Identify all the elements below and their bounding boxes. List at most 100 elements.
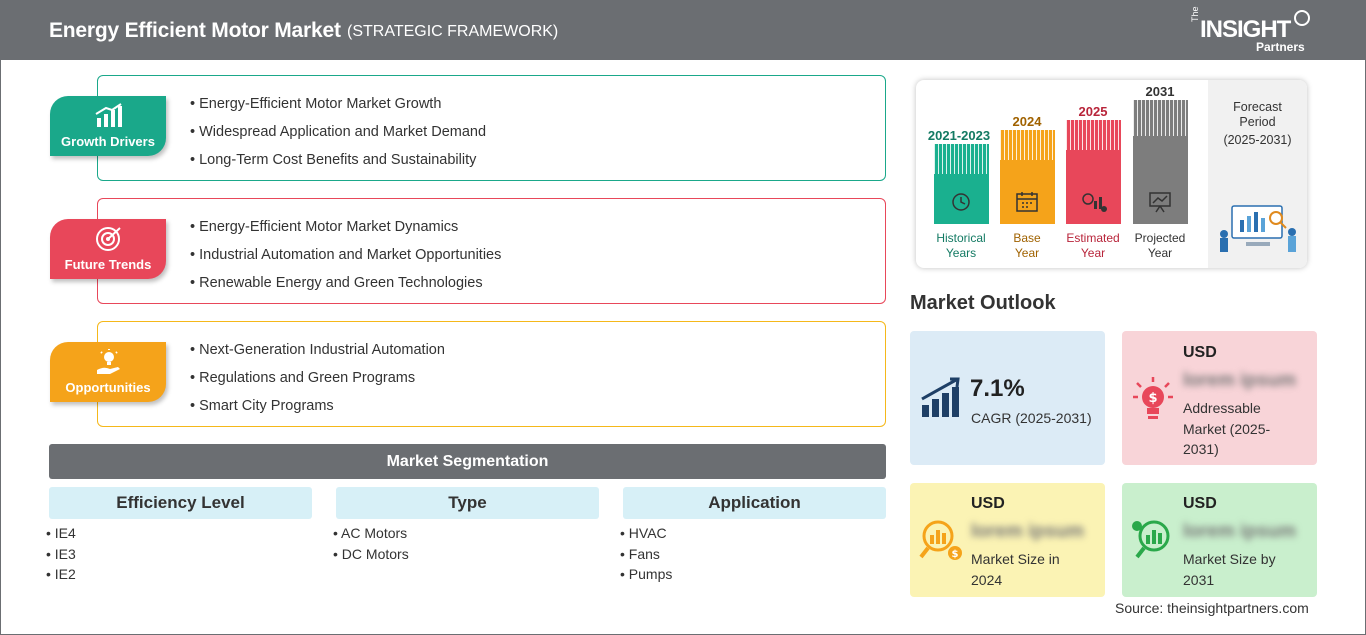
historical-label: Historical Years xyxy=(921,231,1001,261)
cagr-box: 7.1% CAGR (2025-2031) xyxy=(910,331,1105,465)
type-header: Type xyxy=(336,487,599,519)
projected-year: 2031 xyxy=(1145,84,1175,99)
projected-bar xyxy=(1133,100,1188,224)
growth-drivers-list: Energy-Efficient Motor Market Growth Wid… xyxy=(190,94,486,178)
estimated-bar xyxy=(1066,120,1121,224)
forecast-period-area: Forecast Period (2025-2031) xyxy=(1208,80,1307,268)
segmentation-title: Market Segmentation xyxy=(49,444,886,479)
analytics-people-icon xyxy=(1220,205,1296,252)
idea-hand-icon xyxy=(97,349,120,374)
future-trends-pill: Future Trends xyxy=(50,219,166,279)
size-2031-label: Market Size by 2031 xyxy=(1183,549,1276,590)
list-item: HVAC xyxy=(620,525,672,546)
size-2024-label-line2: 2024 xyxy=(971,571,1003,588)
addressable-label-line2: Market (2025- xyxy=(1183,420,1271,437)
estimated-label-line1: Estimated xyxy=(1066,231,1120,245)
presentation-icon xyxy=(1149,192,1171,213)
opportunities-label: Opportunities xyxy=(65,380,151,395)
money-bulb-icon: $ xyxy=(1133,377,1173,419)
application-header: Application xyxy=(623,487,886,519)
logo-the: The xyxy=(1190,6,1200,22)
list-item: Energy-Efficient Motor Market Dynamics xyxy=(190,217,501,245)
addressable-currency: USD xyxy=(1183,344,1217,361)
opportunities-list: Next-Generation Industrial Automation Re… xyxy=(190,340,445,424)
list-item: IE4 xyxy=(46,525,76,546)
list-item: Widespread Application and Market Demand xyxy=(190,122,486,150)
list-item: IE3 xyxy=(46,546,76,567)
insight-partners-logo[interactable]: The INSIGHT Partners xyxy=(1190,6,1320,54)
addressable-label-line1: Addressable xyxy=(1183,400,1261,416)
future-trends-label: Future Trends xyxy=(64,257,152,272)
base-label-line2: Year xyxy=(1014,246,1040,260)
growth-drivers-card: Energy-Efficient Motor Market Growth Wid… xyxy=(97,75,886,181)
page-subtitle: (STRATEGIC FRAMEWORK) xyxy=(347,23,559,40)
size-2031-label-line2: 2031 xyxy=(1183,571,1215,588)
historical-year: 2021-2023 xyxy=(927,128,991,143)
bar-stripes xyxy=(934,144,989,174)
forecast-title: Forecast Period xyxy=(1208,100,1307,130)
growth-chart-icon xyxy=(921,377,960,417)
logo-partners: Partners xyxy=(1256,40,1305,54)
gears-chart-icon xyxy=(1082,193,1107,212)
bar-body xyxy=(1066,150,1121,224)
application-list: HVAC Fans Pumps xyxy=(620,525,673,587)
list-item: Long-Term Cost Benefits and Sustainabili… xyxy=(190,150,486,178)
list-item: Regulations and Green Programs xyxy=(190,368,445,396)
growth-drivers-label: Growth Drivers xyxy=(61,134,155,149)
calendar-icon xyxy=(1016,192,1038,212)
logo-ring-icon xyxy=(1294,10,1310,26)
addressable-value: lorem ipsum xyxy=(1183,370,1296,391)
base-bar xyxy=(1000,130,1055,224)
list-item: Fans xyxy=(620,546,672,567)
market-size-2031-box: USD lorem ipsum Market Size by 2031 xyxy=(1122,483,1317,597)
size-2031-value: lorem ipsum xyxy=(1183,521,1296,542)
list-item: Smart City Programs xyxy=(190,396,445,424)
efficiency-level-header: Efficiency Level xyxy=(49,487,312,519)
market-size-2024-box: USD lorem ipsum Market Size in 2024 $ xyxy=(910,483,1105,597)
cagr-value: 7.1% xyxy=(970,375,1025,402)
logo-main: INSIGHT xyxy=(1200,16,1291,43)
target-icon xyxy=(96,227,121,251)
growth-drivers-pill: Growth Drivers xyxy=(50,96,166,156)
header-bar: Energy Efficient Motor Market (STRATEGIC… xyxy=(0,0,1366,60)
bar-body xyxy=(1133,136,1188,224)
size-2024-label-line1: Market Size in xyxy=(971,551,1060,567)
list-item: Renewable Energy and Green Technologies xyxy=(190,273,501,301)
addressable-label: Addressable Market (2025- 2031) xyxy=(1183,398,1270,460)
opportunities-card: Next-Generation Industrial Automation Re… xyxy=(97,321,886,427)
addressable-label-line3: 2031) xyxy=(1183,441,1219,457)
type-list: AC Motors DC Motors xyxy=(333,525,409,566)
bar-stripes xyxy=(1066,120,1121,150)
projected-label: Projected Year xyxy=(1120,231,1200,261)
list-item: Pumps xyxy=(620,566,673,587)
opportunities-pill: Opportunities xyxy=(50,342,166,402)
historical-label-line2: Years xyxy=(945,246,977,260)
magnifier-chart-icon xyxy=(1132,520,1170,559)
bar-stripes xyxy=(1133,100,1188,136)
size-2024-currency: USD xyxy=(971,495,1005,512)
svg-text:$: $ xyxy=(1148,391,1157,406)
list-item: AC Motors xyxy=(333,525,409,546)
page-title: Energy Efficient Motor Market xyxy=(49,19,341,42)
projected-label-line2: Year xyxy=(1147,246,1173,260)
historical-bar xyxy=(934,144,989,224)
addressable-market-box: USD lorem ipsum Addressable Market (2025… xyxy=(1122,331,1317,465)
cagr-label: CAGR (2025-2031) xyxy=(971,410,1092,426)
base-label: Base Year xyxy=(987,231,1067,261)
market-outlook-title: Market Outlook xyxy=(910,292,1056,314)
size-2031-currency: USD xyxy=(1183,495,1217,512)
list-item: Industrial Automation and Market Opportu… xyxy=(190,245,501,273)
svg-text:$: $ xyxy=(952,549,959,560)
size-2024-label: Market Size in 2024 xyxy=(971,549,1060,590)
list-item: IE2 xyxy=(46,566,76,587)
magnifier-chart-icon: $ xyxy=(919,520,962,560)
efficiency-level-list: IE4 IE3 IE2 xyxy=(46,525,76,587)
history-clock-icon xyxy=(952,193,970,211)
timeline-panel: Forecast Period (2025-2031) 2021-2023 xyxy=(916,80,1307,268)
bar-stripes xyxy=(1000,130,1055,160)
forecast-title-line2: Period xyxy=(1239,115,1276,129)
forecast-range: (2025-2031) xyxy=(1223,133,1292,147)
list-item: Next-Generation Industrial Automation xyxy=(190,340,445,368)
estimated-year: 2025 xyxy=(1078,104,1108,119)
estimated-label-line2: Year xyxy=(1080,246,1106,260)
